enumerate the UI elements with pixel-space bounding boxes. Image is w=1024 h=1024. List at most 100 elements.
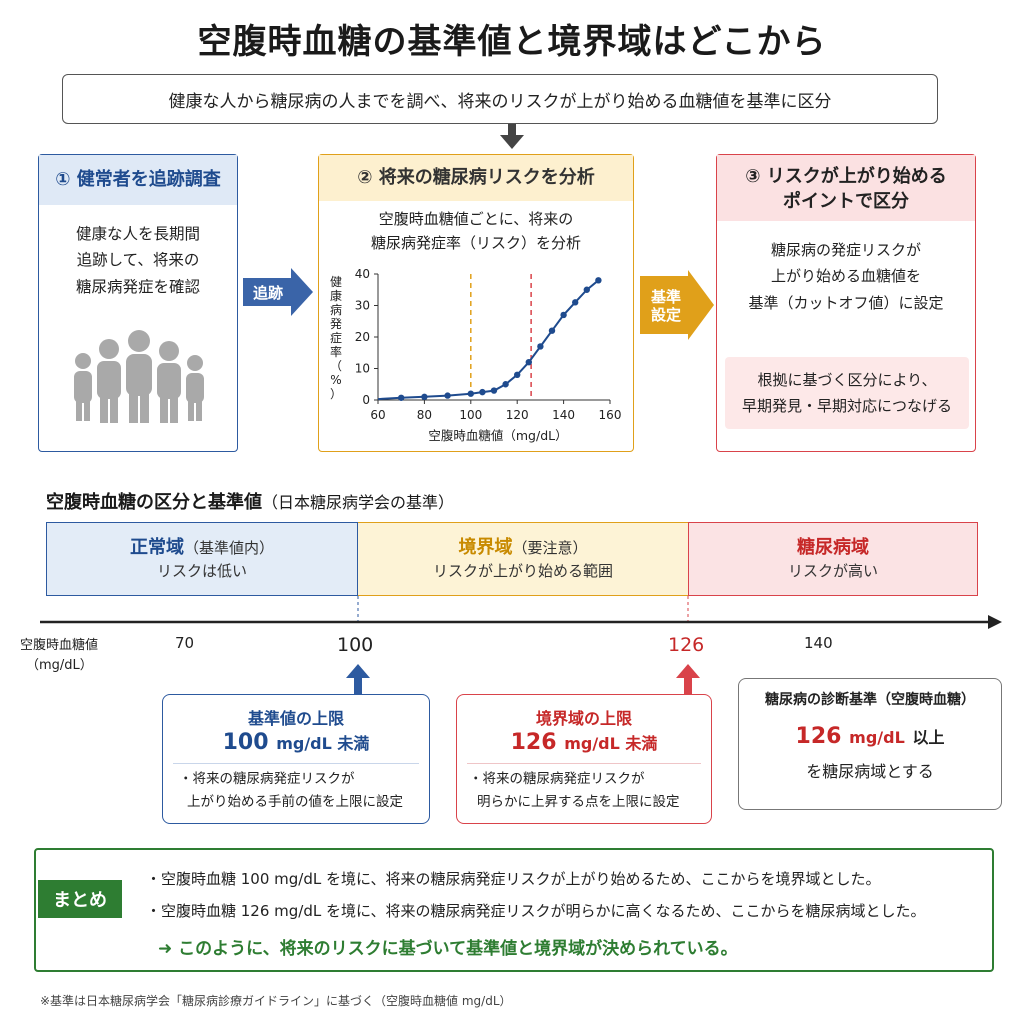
- callout-desc-line: 明らかに上昇する点を上限に設定: [477, 793, 680, 810]
- callout-desc-line: 上がり始める手前の値を上限に設定: [187, 793, 403, 810]
- risk-data-point: [421, 393, 428, 401]
- set-arrow-icon: [640, 270, 714, 340]
- risk-data-point: [525, 359, 532, 366]
- callout-desc-line: ・将来の糖尿病発症リスクが: [469, 770, 645, 787]
- zone-diabetes: 糖尿病域 リスクが高い: [688, 522, 978, 596]
- risk-data-point: [537, 343, 544, 350]
- x-tick-label: 140: [552, 408, 575, 422]
- risk-data-point: [490, 387, 498, 394]
- callout-title: 基準値の上限: [247, 709, 344, 728]
- callout-diagnosis: 糖尿病の診断基準（空腹時血糖） 126 mg/dL 以上 を糖尿病域とする: [738, 678, 1002, 810]
- callout-borderline-limit: 境界域の上限 126 mg/dL 未満 ・将来の糖尿病発症リスクが 明らかに上昇…: [456, 694, 712, 824]
- up-arrow-blue-icon: [346, 664, 370, 694]
- risk-data-point: [398, 394, 405, 401]
- people-group-icon: [74, 330, 204, 423]
- step3-header: ③ リスクが上がり始める ポイントで区分: [717, 155, 975, 221]
- step3-line: 糖尿病の発症リスクが: [770, 241, 921, 259]
- zone-normal-name: 正常域: [129, 537, 184, 559]
- risk-data-point: [444, 392, 451, 399]
- page-title: 空腹時血糖の基準値と境界域はどこから: [197, 22, 827, 62]
- zone-normal-note: （基準値内）: [183, 539, 274, 558]
- step1-line: 追跡して、将来の: [76, 251, 200, 270]
- callout-value: 100: [222, 730, 269, 755]
- step3-note: 根拠に基づく区分により、 早期発見・早期対応につなげる: [725, 357, 969, 429]
- y-tick-label: 0: [362, 393, 370, 407]
- callout-normal-limit: 基準値の上限 100 mg/dL 未満 ・将来の糖尿病発症リスクが 上がり始める…: [162, 694, 430, 824]
- step3-line: 上がり始める血糖値を: [770, 267, 921, 286]
- set-arrow-line: 設定: [650, 306, 681, 324]
- summary-box: [34, 848, 994, 972]
- callout-unit: mg/dL: [849, 728, 905, 747]
- tick-70: 70: [175, 634, 195, 652]
- step3-body: 糖尿病の発症リスクが 上がり始める血糖値を 基準（カットオフ値）に設定: [717, 237, 975, 316]
- step2-body: 空腹時血糖値ごとに、将来の 糖尿病発症率（リスク）を分析: [319, 207, 633, 255]
- y-tick-label: 30: [355, 299, 370, 313]
- up-arrow-red-icon: [676, 664, 700, 694]
- zone-normal: 正常域（基準値内） リスクは低い: [46, 522, 358, 596]
- section-title: 空腹時血糖の区分と基準値（日本糖尿病学会の基準）: [46, 488, 454, 514]
- subtitle-text: 健康な人から糖尿病の人までを調べ、将来のリスクが上がり始める血糖値を基準に区分: [168, 91, 832, 112]
- risk-data-point: [583, 286, 590, 293]
- axis-label-line: 空腹時血糖値: [20, 638, 99, 653]
- classification-axis: [40, 596, 1002, 629]
- set-arrow-label: 基準 設定: [640, 286, 692, 326]
- step1-header: ① 健常者を追跡調査: [39, 155, 237, 205]
- axis-label: 空腹時血糖値 （mg/dL）: [20, 636, 98, 675]
- callout-unit: mg/dL 未満: [564, 734, 658, 753]
- x-tick-label: 80: [417, 408, 432, 422]
- step1-line: 糖尿病発症を確認: [75, 277, 200, 296]
- step3-header-line: ポイントで区分: [783, 191, 909, 212]
- step1-line: 健康な人を長期間: [75, 225, 200, 243]
- tick-126: 126: [668, 634, 705, 656]
- zone-diabetes-name: 糖尿病域: [797, 537, 869, 559]
- risk-data-point: [502, 381, 509, 388]
- summary-label: まとめ: [38, 880, 122, 918]
- step3-line: 基準（カットオフ値）に設定: [748, 293, 944, 312]
- callout-title: 境界域の上限: [535, 709, 632, 728]
- risk-data-point: [572, 299, 579, 306]
- x-tick-label: 100: [459, 408, 482, 422]
- x-tick-label: 160: [599, 408, 622, 422]
- x-tick-label: 120: [506, 408, 529, 422]
- risk-data-point: [467, 390, 474, 397]
- step1-body: 健康な人を長期間 追跡して、将来の 糖尿病発症を確認: [39, 221, 237, 300]
- step3-note-line: 根拠に基づく区分により、: [757, 370, 937, 389]
- zone-normal-desc: リスクは低い: [156, 562, 247, 581]
- risk-data-point: [560, 311, 567, 319]
- callout-title: 糖尿病の診断基準（空腹時血糖）: [765, 692, 975, 708]
- x-tick-label: 60: [370, 408, 385, 422]
- follow-arrow-icon: [243, 268, 313, 316]
- zone-diabetes-desc: リスクが高い: [787, 562, 878, 581]
- risk-data-point: [479, 388, 486, 396]
- step3-note-line: 早期発見・早期対応につなげる: [741, 397, 952, 415]
- set-arrow-line: 基準: [650, 288, 681, 306]
- step3-panel: ③ リスクが上がり始める ポイントで区分 糖尿病の発症リスクが 上がり始める血糖…: [716, 154, 976, 452]
- step2-line: 糖尿病発症率（リスク）を分析: [370, 234, 581, 252]
- risk-curve-line: [377, 279, 600, 401]
- step1-panel: ① 健常者を追跡調査 健康な人を長期間 追跡して、将来の 糖尿病発症を確認: [38, 154, 238, 452]
- callout-desc-line: ・将来の糖尿病発症リスクが: [179, 770, 355, 787]
- callout-desc: ・将来の糖尿病発症リスクが 明らかに上昇する点を上限に設定: [457, 758, 711, 814]
- y-axis-label: 健康病発症率（%）: [330, 275, 342, 401]
- follow-arrow-label: 追跡: [252, 283, 283, 302]
- y-tick-label: 10: [355, 362, 370, 376]
- tick-140: 140: [804, 634, 833, 652]
- step2-line: 空腹時血糖値ごとに、将来の: [378, 210, 574, 228]
- callout-value: 126: [795, 724, 842, 749]
- risk-data-point: [514, 371, 521, 378]
- zone-borderline-desc: リスクが上がり始める範囲: [432, 562, 613, 581]
- footnote: ※基準は日本糖尿病学会「糖尿病診療ガイドライン」に基づく（空腹時血糖値 mg/d…: [40, 994, 512, 1008]
- axis-label-line: （mg/dL）: [26, 657, 93, 673]
- zone-borderline: 境界域（要注意） リスクが上がり始める範囲: [358, 522, 688, 596]
- y-tick-label: 40: [355, 267, 370, 281]
- callout-suffix: 以上: [912, 728, 945, 747]
- zone-borderline-name: 境界域: [458, 537, 513, 559]
- down-arrow-icon: [500, 124, 524, 149]
- y-tick-label: 20: [355, 330, 370, 344]
- section-title-text: 空腹時血糖の区分と基準値: [46, 492, 262, 513]
- subtitle-box: 健康な人から糖尿病の人までを調べ、将来のリスクが上がり始める血糖値を基準に区分: [62, 74, 938, 124]
- callout-desc: ・将来の糖尿病発症リスクが 上がり始める手前の値を上限に設定: [163, 758, 429, 814]
- step2-header: ② 将来の糖尿病リスクを分析: [319, 155, 633, 201]
- step3-header-line: ③ リスクが上がり始める: [745, 165, 947, 187]
